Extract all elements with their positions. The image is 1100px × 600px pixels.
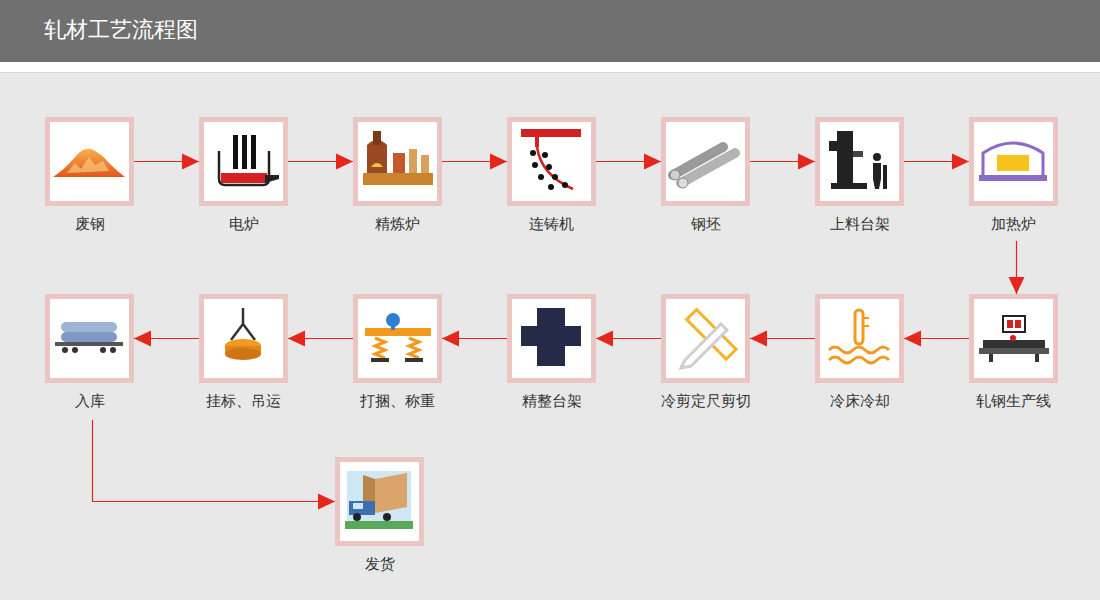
process-step: 电炉 (197, 117, 290, 233)
process-step: 连铸机 (505, 117, 598, 233)
step-label: 入库 (43, 392, 136, 410)
billet-icon (670, 147, 735, 188)
cooling-icon (829, 310, 889, 363)
step-label: 废钢 (43, 215, 136, 233)
process-step: 冷剪定尺剪切 (659, 294, 753, 410)
step-label: 上料台架 (813, 215, 906, 233)
step-label: 打捆、称重 (351, 392, 444, 410)
process-step: 挂标、吊运 (197, 294, 290, 410)
process-step: 废钢 (43, 117, 136, 233)
storage-icon (55, 322, 123, 353)
step-label: 挂标、吊运 (197, 392, 290, 410)
process-step: 精整台架 (505, 294, 598, 410)
icon-frame (661, 117, 750, 206)
icon-frame (815, 117, 904, 206)
scrap-icon (53, 149, 125, 177)
icon-frame (815, 294, 904, 383)
process-step: 钢坯 (659, 117, 752, 233)
process-step: 加热炉 (967, 117, 1060, 233)
flow-arrow (596, 338, 661, 339)
step-label: 精整台架 (505, 392, 598, 410)
step-label: 电炉 (197, 215, 290, 233)
flow-arrow (904, 338, 969, 339)
icon-frame (969, 117, 1058, 206)
icon-frame (353, 294, 442, 383)
flow-arrow (134, 338, 199, 339)
icon-frame (507, 117, 596, 206)
step-label: 冷床冷却 (813, 392, 906, 410)
refining-icon (363, 131, 433, 185)
flow-arrow (904, 161, 969, 162)
delivery-icon (345, 471, 413, 529)
flow-arrow (442, 161, 507, 162)
process-step: 冷床冷却 (813, 294, 906, 410)
flow-arrow (442, 338, 507, 339)
furnace-icon (219, 135, 279, 185)
flow-arrow (596, 161, 661, 162)
step-label: 加热炉 (967, 215, 1060, 233)
flow-arrow (134, 161, 199, 162)
icon-frame (969, 294, 1058, 383)
flow-arrow (93, 420, 336, 502)
step-label: 冷剪定尺剪切 (659, 392, 753, 410)
step-label: 轧钢生产线 (967, 392, 1060, 410)
flow-arrow (750, 338, 815, 339)
process-step: 入库 (43, 294, 136, 410)
rolling-line-icon (979, 316, 1049, 362)
lifting-icon (225, 308, 261, 360)
icon-frame (45, 117, 134, 206)
shear-icon (681, 310, 736, 368)
process-step: 打捆、称重 (351, 294, 444, 410)
icon-frame (199, 294, 288, 383)
step-label: 连铸机 (505, 215, 598, 233)
flow-arrow (288, 338, 353, 339)
icon-frame (199, 117, 288, 206)
icon-frame (661, 294, 750, 383)
finishing-icon (521, 308, 581, 366)
icon-frame (507, 294, 596, 383)
flow-arrow (1016, 241, 1017, 294)
caster-icon (521, 129, 581, 190)
header-strip (0, 62, 1100, 72)
process-step: 轧钢生产线 (967, 294, 1060, 410)
header-bar (0, 0, 1100, 62)
icon-frame (353, 117, 442, 206)
flow-arrow (288, 161, 353, 162)
step-label: 精炼炉 (351, 215, 444, 233)
process-step: 发货 (333, 457, 426, 573)
icon-frame (335, 457, 424, 546)
icon-frame (45, 294, 134, 383)
process-step: 上料台架 (813, 117, 906, 233)
process-step: 精炼炉 (351, 117, 444, 233)
box-grounds (45, 117, 1058, 546)
bundling-icon (365, 313, 431, 362)
flow-arrow (750, 161, 815, 162)
step-label: 钢坯 (659, 215, 752, 233)
reheat-furnace-icon (979, 143, 1047, 181)
page-title: 轧材工艺流程图 (44, 17, 198, 43)
header: 轧材工艺流程图 (0, 0, 1100, 62)
step-label: 发货 (333, 555, 426, 573)
loader-icon (829, 131, 887, 189)
divider-line (0, 72, 1100, 73)
